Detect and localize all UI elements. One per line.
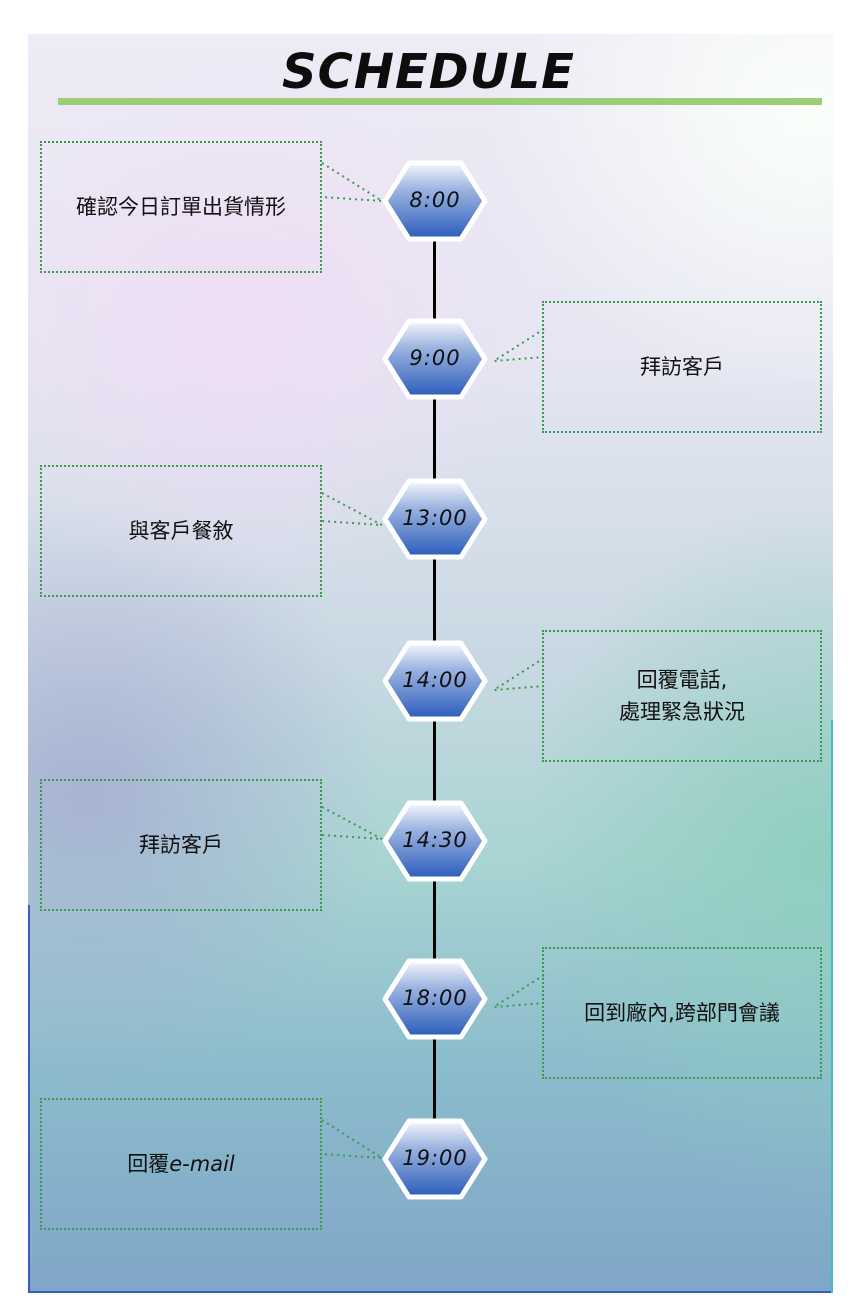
task-callout-1430: 拜訪客戶 — [40, 779, 322, 911]
hexagon-icon — [382, 640, 488, 722]
task-callout-1900: 回覆e-mail — [40, 1098, 322, 1230]
task-text: 確認今日訂單出貨情形 — [76, 195, 286, 219]
callout-pointer — [321, 162, 383, 202]
callout-pointer — [493, 328, 545, 362]
time-label: 9:00 — [409, 346, 461, 370]
task-text: 回到廠內,跨部門會議 — [584, 1001, 780, 1025]
time-node-1900: 19:00 — [382, 1118, 488, 1208]
hexagon-icon — [382, 478, 488, 560]
callout-pointer — [493, 974, 545, 1008]
time-node-1430: 14:30 — [382, 800, 488, 890]
hexagon-icon — [382, 318, 488, 400]
time-node-1800: 18:00 — [382, 958, 488, 1048]
time-node-1300: 13:00 — [382, 478, 488, 568]
time-node-0900: 9:00 — [382, 318, 488, 408]
callout-pointer — [321, 1119, 383, 1159]
hexagon-icon — [382, 958, 488, 1040]
task-callout-1300: 與客戶餐敘 — [40, 465, 322, 597]
task-callout-0900: 拜訪客戶 — [542, 301, 822, 433]
time-node-0800: 8:00 — [382, 160, 488, 250]
task-callout-1800: 回到廠內,跨部門會議 — [542, 947, 822, 1079]
title-underline — [58, 98, 822, 105]
task-text-latin: e-mail — [169, 1152, 235, 1176]
hexagon-icon — [382, 800, 488, 882]
time-label: 13:00 — [402, 506, 468, 530]
time-node-1400: 14:00 — [382, 640, 488, 730]
time-label: 19:00 — [402, 1146, 468, 1170]
time-label: 14:30 — [402, 828, 468, 852]
callout-pointer — [321, 806, 383, 840]
task-text: 回覆電話, 處理緊急狀況 — [619, 668, 745, 724]
time-label: 18:00 — [402, 986, 468, 1010]
task-text-cjk: 回覆 — [127, 1152, 170, 1176]
panel-border-left — [28, 905, 30, 1293]
callout-pointer — [493, 657, 545, 691]
time-label: 8:00 — [409, 188, 461, 212]
task-text: 與客戶餐敘 — [128, 519, 234, 543]
task-callout-1400: 回覆電話, 處理緊急狀況 — [542, 630, 822, 762]
task-text: 拜訪客戶 — [139, 833, 223, 857]
page-title: SCHEDULE — [282, 44, 575, 100]
hexagon-icon — [382, 1118, 488, 1200]
time-label: 14:00 — [402, 668, 468, 692]
callout-pointer — [321, 492, 383, 526]
panel-border-right — [831, 720, 833, 1293]
task-text: 拜訪客戶 — [640, 355, 724, 379]
task-text: 回覆e-mail — [127, 1148, 235, 1180]
task-callout-0800: 確認今日訂單出貨情形 — [40, 141, 322, 273]
hexagon-icon — [382, 160, 488, 242]
